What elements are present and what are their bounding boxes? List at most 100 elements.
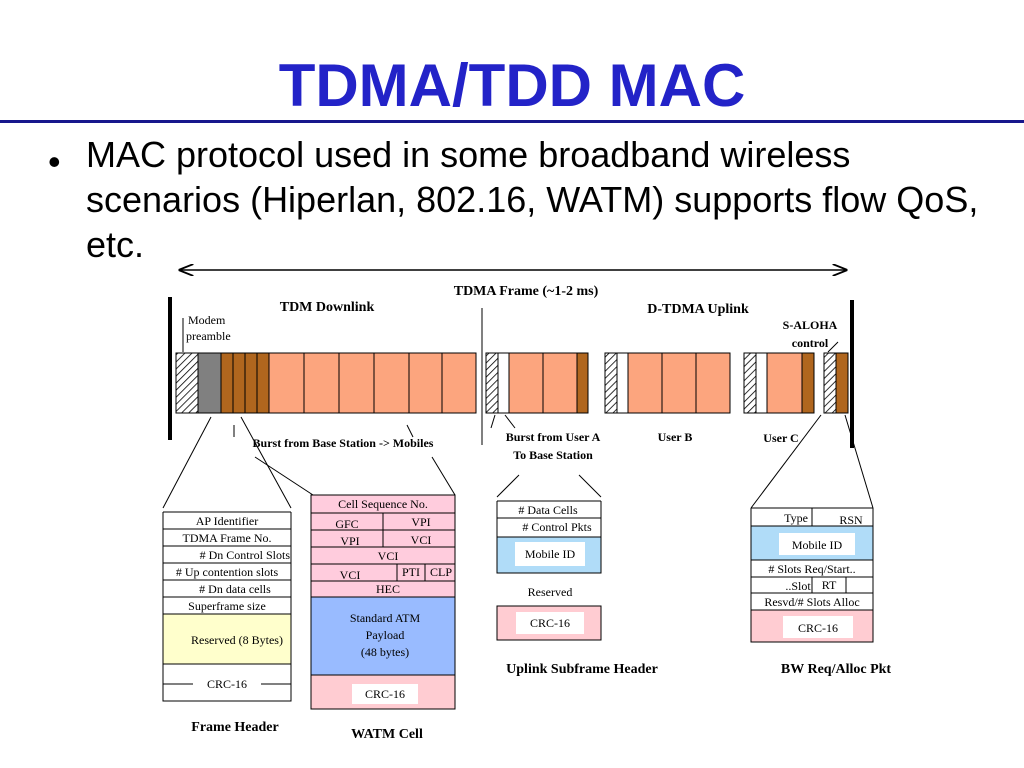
watm-clp: CLP [430,565,452,579]
bw-slots-req: # Slots Req/Start.. [768,562,855,576]
data-slot [373,352,410,414]
user-c-burst [743,352,815,414]
frame-header-crc-bg [162,663,292,702]
uh-crc-box [516,612,584,634]
burst-bs-label: Burst from Base Station -> Mobiles [253,436,434,450]
watm-pti: PTI [402,565,420,579]
watm-payload-2: Payload [366,628,405,642]
downlink-label: TDM Downlink [280,300,375,315]
user-a-burst [485,352,589,414]
data-slot [338,352,375,414]
watm-gfc: GFC [335,517,358,531]
data-slot [268,352,305,414]
user-b-label: User B [658,430,693,444]
uplink-subframe-header-box [496,500,602,641]
frame-header-caption: Frame Header [191,720,278,735]
header-slot [755,352,768,414]
watm-vci-2: VCI [378,549,399,563]
bw-resvd: Resvd/# Slots Alloc [764,595,859,609]
control-slot [220,352,234,414]
data-slot [661,352,697,414]
frame-header-box [162,511,292,702]
modem-preamble-slot [823,352,837,414]
bullet-marker: • [48,141,61,182]
watm-vci-3: VCI [340,568,361,582]
bw-mobile-id: Mobile ID [792,538,843,552]
frame-label: TDMA Frame (~1-2 ms) [454,284,599,299]
bw-rt: RT [822,578,837,592]
bw-type: Type [784,511,808,525]
control-slot [244,352,258,414]
frame-header-reserved-bg [162,613,292,665]
uh-crc: CRC-16 [530,616,570,630]
fh-crc: CRC-16 [207,677,247,691]
bw-crc: CRC-16 [798,621,838,635]
fh-ap-identifier: AP Identifier [196,514,259,528]
fh-dn-data-cells: # Dn data cells [199,582,271,596]
uh-reserved: Reserved [528,585,573,599]
header-slot [497,352,510,414]
uplink-label: D-TDMA Uplink [647,302,749,317]
watm-cell-caption: WATM Cell [351,727,423,742]
watm-vpi-2: VPI [340,534,359,548]
control-slot [232,352,246,414]
watm-cell-sequence: Cell Sequence No. [338,497,428,511]
modem-preamble-slot [175,352,199,414]
saloha-pointer [827,341,839,353]
user-c-label: User C [763,431,798,445]
uh-control-pkts: # Control Pkts [522,520,592,534]
data-slot [627,352,663,414]
watm-vpi-1: VPI [411,515,430,529]
uh-data-cells: # Data Cells [518,503,578,517]
data-slot [303,352,340,414]
watm-crc: CRC-16 [365,687,405,701]
slide-title: TDMA/TDD MAC [278,52,746,119]
watm-payload-3: (48 bytes) [361,645,409,659]
modem-preamble-label-2: preamble [186,329,231,343]
fh-superframe-size: Superframe size [188,599,266,613]
bw-req-alloc-box [750,507,874,643]
control-slot [576,352,589,414]
saloha-label-2: control [792,336,829,350]
control-slot [256,352,270,414]
control-slot [835,352,849,414]
tdm-downlink-slots [175,352,477,414]
saloha-label-1: S-ALOHA [783,318,838,332]
modem-preamble-label-1: Modem [188,313,226,327]
header-slot [616,352,629,414]
preamble-slot [197,352,222,414]
data-slot [542,352,578,414]
burst-user-a-label-1: Burst from User A [506,430,601,444]
watm-cell-box [310,494,456,710]
title-divider [0,120,1024,123]
watm-payload-1: Standard ATM [350,611,421,625]
bw-crc-box [783,616,853,638]
user-b-burst [604,352,731,414]
modem-preamble-slot [604,352,618,414]
burst-user-a-label-2: To Base Station [513,448,593,462]
bw-req-caption: BW Req/Alloc Pkt [781,662,892,677]
saloha-control-slots [823,352,849,414]
uh-mobile-id: Mobile ID [525,547,576,561]
data-slot [695,352,731,414]
bw-rsn: RSN [839,513,863,527]
data-slot [441,352,477,414]
watm-crc-label-bg [352,684,418,704]
watm-hec: HEC [376,582,400,596]
data-slot [766,352,803,414]
data-slot [408,352,443,414]
bullet-text: MAC protocol used in some broadband wire… [86,134,979,265]
fh-tdma-frame-no: TDMA Frame No. [183,531,272,545]
uplink-header-caption: Uplink Subframe Header [506,662,658,677]
fh-up-contention-slots: # Up contention slots [176,565,279,579]
watm-vci-1: VCI [411,533,432,547]
control-slot [801,352,815,414]
modem-preamble-slot [485,352,499,414]
connector-lines [162,414,874,509]
fh-dn-control-slots: # Dn Control Slots [200,548,291,562]
bw-mobile-id-box [779,533,855,555]
bw-slot: ..Slot [785,579,811,593]
modem-preamble-slot [743,352,757,414]
uh-mobile-id-box [515,542,585,566]
